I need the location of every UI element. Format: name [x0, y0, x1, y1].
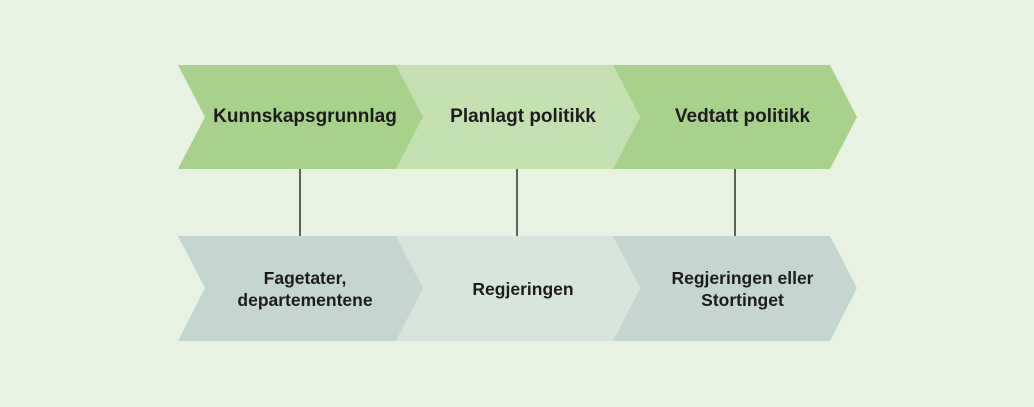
- stage-1-title: Kunnskapsgrunnlag: [213, 106, 397, 127]
- stage-3-title: Vedtatt politikk: [674, 106, 811, 127]
- stage-2-actor: Regjeringen: [472, 278, 574, 299]
- stage-1-actor: Fagetater, departementene: [237, 267, 373, 310]
- bottom-chevron-3: [613, 236, 857, 341]
- top-chevron-1: [178, 65, 423, 169]
- top-chevron-2: [396, 65, 640, 169]
- top-chevron-3: [613, 65, 857, 169]
- stage-3-actor: Regjeringen eller Stortinget: [671, 267, 814, 310]
- stage-2-title: Planlagt politikk: [450, 106, 596, 127]
- bottom-chevron-2: [396, 236, 640, 341]
- bottom-chevron-1: [178, 236, 423, 341]
